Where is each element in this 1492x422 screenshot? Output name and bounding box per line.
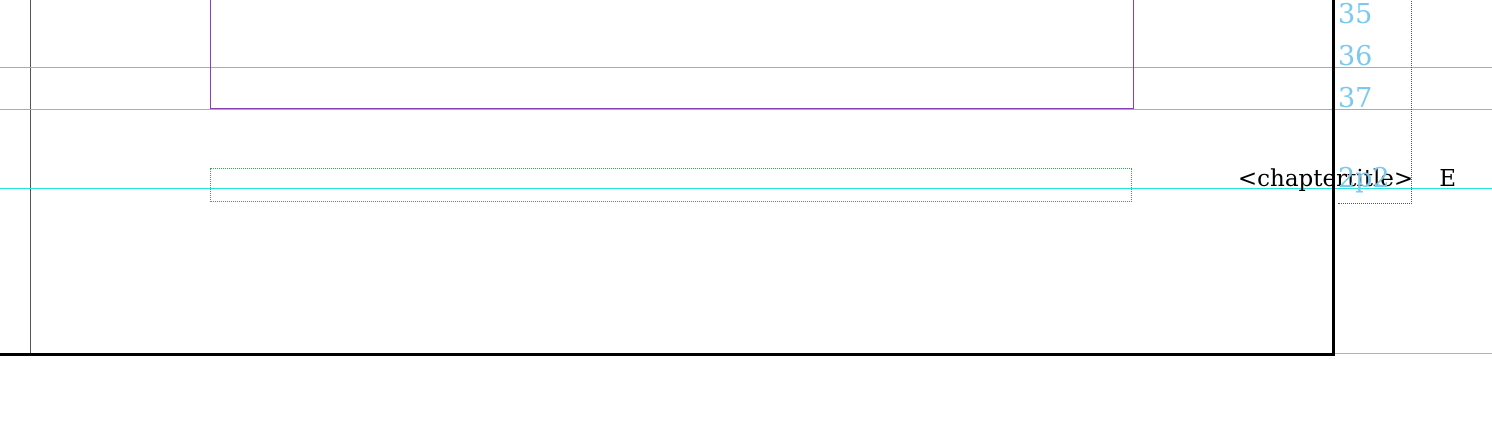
footer-trailing-text: E (1439, 166, 1456, 192)
text-frame[interactable] (210, 0, 1134, 109)
baseline-guide[interactable] (0, 188, 1492, 189)
footer-text[interactable]: <chaptertitle> E (1238, 166, 1456, 192)
line-number: 36 (1338, 41, 1373, 72)
page-edge-right (1332, 0, 1335, 356)
page-edge-bottom (0, 353, 1335, 356)
line-number: 35 (1338, 0, 1373, 30)
line-number-panel (1338, 0, 1412, 204)
baseline-guide[interactable] (0, 109, 1492, 110)
line-number: 2p2 (1338, 163, 1390, 194)
footer-text-frame[interactable] (210, 168, 1132, 202)
baseline-guide[interactable] (0, 67, 1492, 68)
margin-guide (30, 0, 31, 354)
chaptertitle-variable: <chaptertitle> (1237, 166, 1414, 192)
line-number: 37 (1338, 83, 1373, 114)
pasteboard-guide[interactable] (1335, 353, 1492, 354)
